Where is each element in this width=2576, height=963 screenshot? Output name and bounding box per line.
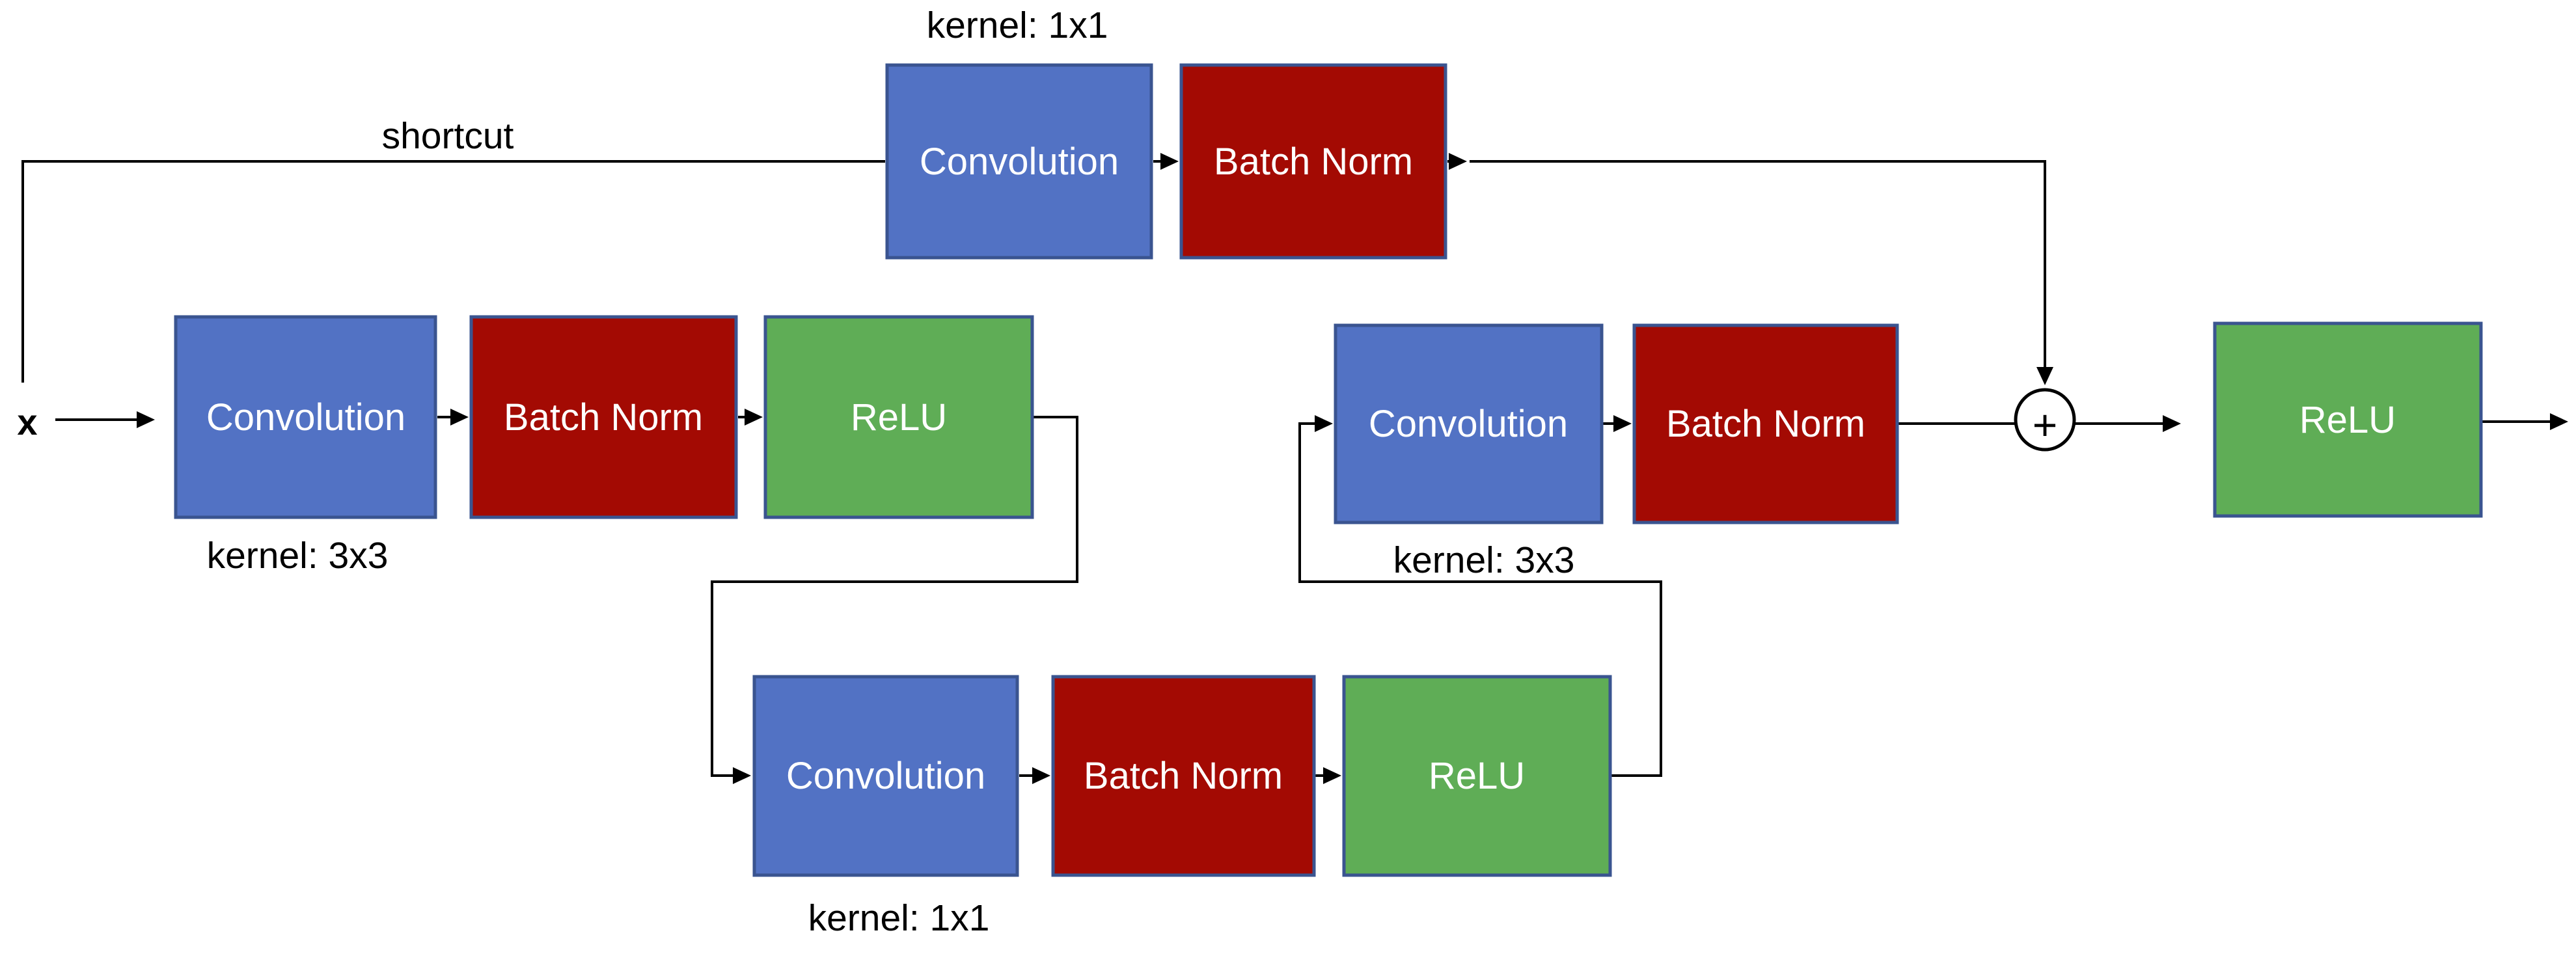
shortcut-to-plus-arrow xyxy=(1470,160,2053,385)
kernel-label-conv-a: kernel: 3x3 xyxy=(207,535,389,576)
batch-norm-b-label: Batch Norm xyxy=(1084,755,1283,797)
shortcut-batch-norm-box xyxy=(1179,63,1447,260)
plus-circle-icon xyxy=(2014,388,2076,452)
node-relu-b: ReLU xyxy=(1342,675,1612,877)
node-batch-norm-b: Batch Norm xyxy=(1051,675,1316,877)
node-convolution-a: Convolution xyxy=(174,315,437,519)
kernel-label-shortcut: kernel: 1x1 xyxy=(927,5,1108,46)
relu-b-box xyxy=(1342,675,1612,877)
shortcut-label: shortcut xyxy=(382,115,514,157)
convolution-a-label: Convolution xyxy=(206,396,405,439)
convolution-b-box xyxy=(752,675,1019,877)
input-x-label: x xyxy=(17,401,37,442)
node-shortcut-convolution: Convolution xyxy=(885,63,1153,260)
batch-norm-a-label: Batch Norm xyxy=(504,396,703,439)
shortcut-line xyxy=(21,160,885,383)
node-convolution-c: Convolution xyxy=(1334,323,1604,524)
convolution-c-label: Convolution xyxy=(1369,403,1568,445)
convolution-c-box xyxy=(1334,323,1604,524)
shortcut-convolution-box xyxy=(885,63,1153,260)
batch-norm-c-box xyxy=(1632,323,1899,524)
node-relu-out: ReLU xyxy=(2213,321,2483,518)
plus-sign: + xyxy=(2033,401,2058,449)
shortcut-convolution-label: Convolution xyxy=(920,141,1119,183)
relu-out-box xyxy=(2213,321,2483,518)
node-batch-norm-c: Batch Norm xyxy=(1632,323,1899,524)
node-relu-a: ReLU xyxy=(763,315,1034,519)
relu-b-label: ReLU xyxy=(1429,755,1525,797)
node-shortcut-batch-norm: Batch Norm xyxy=(1179,63,1447,260)
convolution-b-label: Convolution xyxy=(786,755,985,797)
relu-out-label: ReLU xyxy=(2299,399,2396,441)
kernel-label-conv-b: kernel: 1x1 xyxy=(808,897,990,939)
relu-b-to-conv-c-connector xyxy=(1298,415,1662,777)
relu-a-label: ReLU xyxy=(851,396,947,439)
batch-norm-b-box xyxy=(1051,675,1316,877)
relu-a-to-conv-b-connector xyxy=(711,416,1078,784)
kernel-label-conv-c: kernel: 3x3 xyxy=(1393,539,1575,581)
convolution-a-box xyxy=(174,315,437,519)
batch-norm-c-label: Batch Norm xyxy=(1666,403,1865,445)
batch-norm-a-box xyxy=(469,315,738,519)
node-convolution-b: Convolution xyxy=(752,675,1019,877)
node-add: + xyxy=(2014,388,2076,452)
relu-a-box xyxy=(763,315,1034,519)
shortcut-batch-norm-label: Batch Norm xyxy=(1214,141,1413,183)
node-batch-norm-a: Batch Norm xyxy=(469,315,738,519)
